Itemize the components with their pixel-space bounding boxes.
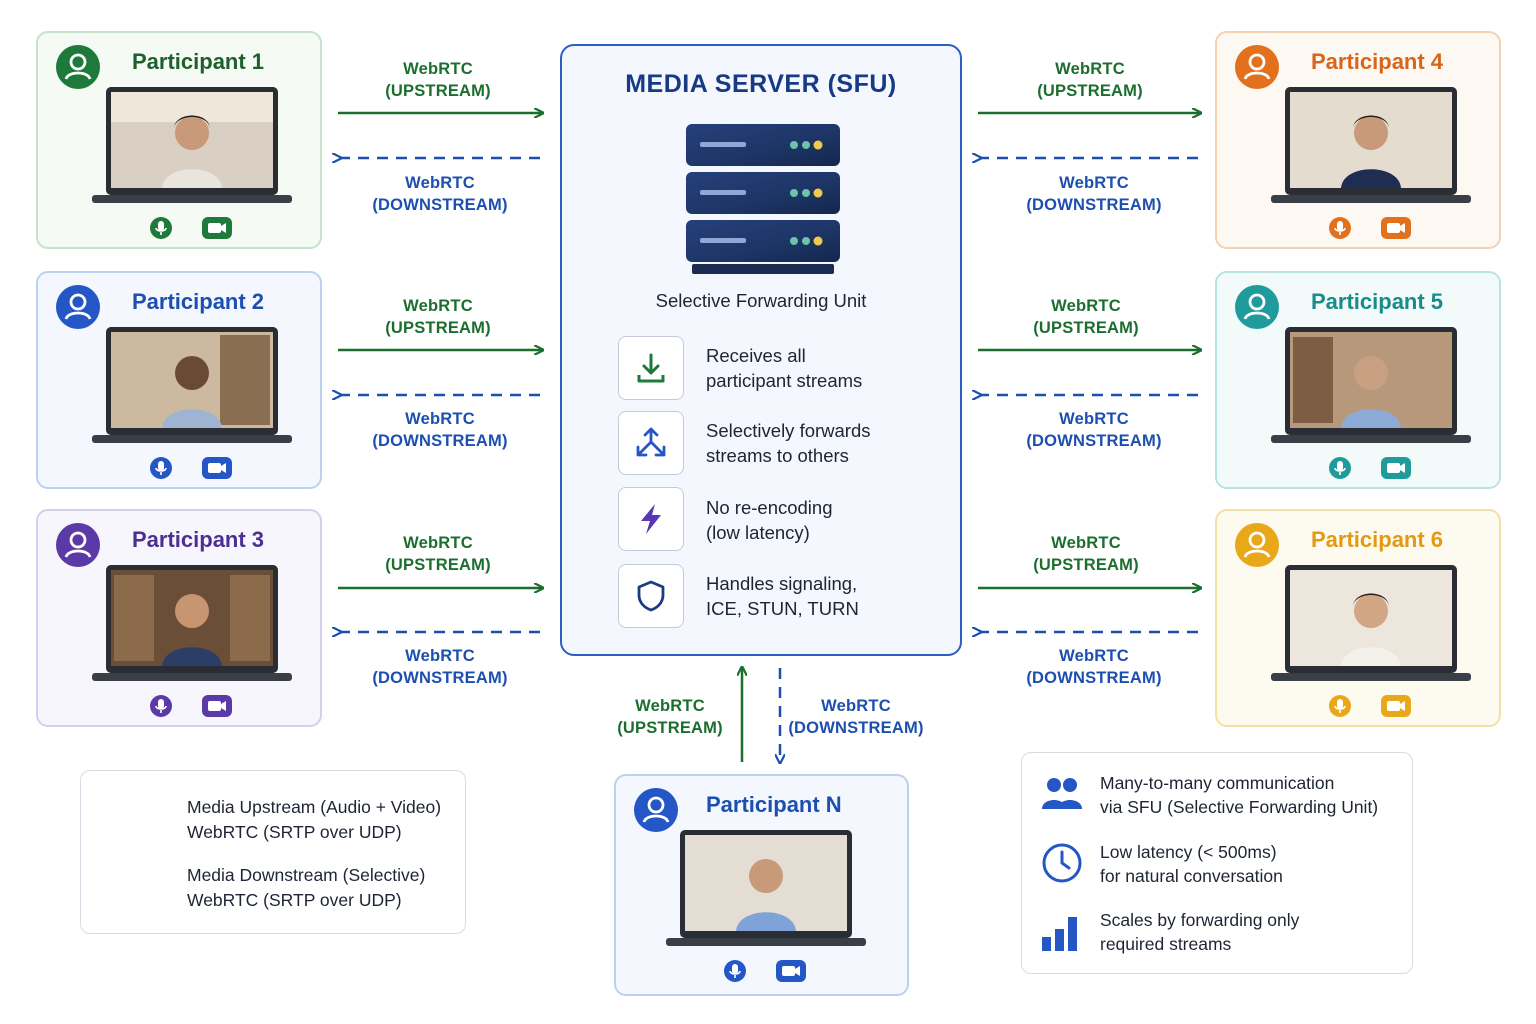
server-title: MEDIA SERVER (SFU) [625, 70, 897, 98]
forward-split-icon [618, 411, 684, 475]
legend-upstream: Media Upstream (Audio + Video)WebRTC (SR… [187, 797, 442, 842]
upstream-label-p3: WebRTC(UPSTREAM) [385, 534, 491, 574]
avatar [56, 285, 100, 329]
participant-name: Participant 2 [132, 289, 265, 314]
downstream-label-p6: WebRTC(DOWNSTREAM) [1026, 647, 1162, 687]
microphone-icon[interactable] [150, 695, 172, 717]
bar-chart-icon [1040, 909, 1084, 953]
downstream-label-pn: WebRTC(DOWNSTREAM) [788, 697, 924, 737]
downstream-label-p1: WebRTC(DOWNSTREAM) [372, 174, 508, 214]
participant-card-6: Participant 6 [1215, 509, 1501, 727]
lightning-icon [618, 487, 684, 551]
info-low-latency: Low latency (< 500ms)for natural convers… [1100, 842, 1283, 886]
server-rack-icon [680, 120, 846, 280]
participant-card-1: Participant 1 [36, 31, 322, 249]
legend-box: Media Upstream (Audio + Video)WebRTC (SR… [80, 770, 466, 934]
upstream-label-pn: WebRTC(UPSTREAM) [617, 697, 723, 737]
avatar [634, 788, 678, 832]
participant-name: Participant 5 [1311, 289, 1444, 314]
laptop-video-icon [90, 325, 294, 447]
participant-card-3: Participant 3 [36, 509, 322, 727]
participant-card-4: Participant 4 [1215, 31, 1501, 249]
downstream-label-p3: WebRTC(DOWNSTREAM) [372, 647, 508, 687]
upstream-label-p1: WebRTC(UPSTREAM) [385, 60, 491, 100]
microphone-icon[interactable] [724, 960, 746, 982]
camera-icon[interactable] [1381, 217, 1411, 239]
laptop-video-icon [90, 563, 294, 685]
clock-icon [1040, 841, 1084, 885]
participant-card-2: Participant 2 [36, 271, 322, 489]
laptop-video-icon [1269, 325, 1473, 447]
camera-icon[interactable] [1381, 457, 1411, 479]
media-server-card: MEDIA SERVER (SFU) Selective Forwarding … [560, 44, 962, 656]
feature-signaling: Handles signaling,ICE, STUN, TURN [706, 573, 859, 619]
camera-icon[interactable] [1381, 695, 1411, 717]
camera-icon[interactable] [202, 457, 232, 479]
laptop-video-icon [1269, 85, 1473, 207]
server-subtitle: Selective Forwarding Unit [655, 290, 867, 311]
downstream-label-p4: WebRTC(DOWNSTREAM) [1026, 174, 1162, 214]
downstream-label-p5: WebRTC(DOWNSTREAM) [1026, 410, 1162, 450]
participant-name: Participant 4 [1311, 49, 1444, 74]
upstream-label-p2: WebRTC(UPSTREAM) [385, 297, 491, 337]
people-icon [1040, 773, 1084, 817]
camera-icon[interactable] [776, 960, 806, 982]
shield-icon [618, 564, 684, 628]
avatar [56, 45, 100, 89]
microphone-icon[interactable] [1329, 217, 1351, 239]
microphone-icon[interactable] [1329, 695, 1351, 717]
upstream-label-p6: WebRTC(UPSTREAM) [1033, 534, 1139, 574]
participant-card-5: Participant 5 [1215, 271, 1501, 489]
camera-icon[interactable] [202, 217, 232, 239]
participant-name: Participant 6 [1311, 527, 1444, 552]
download-icon [618, 336, 684, 400]
avatar [1235, 285, 1279, 329]
laptop-video-icon [90, 85, 294, 207]
legend-downstream: Media Downstream (Selective)WebRTC (SRTP… [187, 865, 426, 910]
laptop-video-icon [1269, 563, 1473, 685]
microphone-icon[interactable] [150, 457, 172, 479]
participant-name: Participant 1 [132, 49, 265, 74]
participant-name: Participant N [706, 792, 842, 817]
avatar [1235, 45, 1279, 89]
feature-no-reencoding: No re-encoding(low latency) [706, 497, 833, 543]
upstream-label-p4: WebRTC(UPSTREAM) [1037, 60, 1143, 100]
participant-card-n: Participant N [614, 774, 909, 996]
microphone-icon[interactable] [1329, 457, 1351, 479]
laptop-video-icon [664, 828, 868, 950]
avatar [1235, 523, 1279, 567]
participant-name: Participant 3 [132, 527, 265, 552]
camera-icon[interactable] [202, 695, 232, 717]
downstream-label-p2: WebRTC(DOWNSTREAM) [372, 410, 508, 450]
upstream-label-p5: WebRTC(UPSTREAM) [1033, 297, 1139, 337]
microphone-icon[interactable] [150, 217, 172, 239]
avatar [56, 523, 100, 567]
